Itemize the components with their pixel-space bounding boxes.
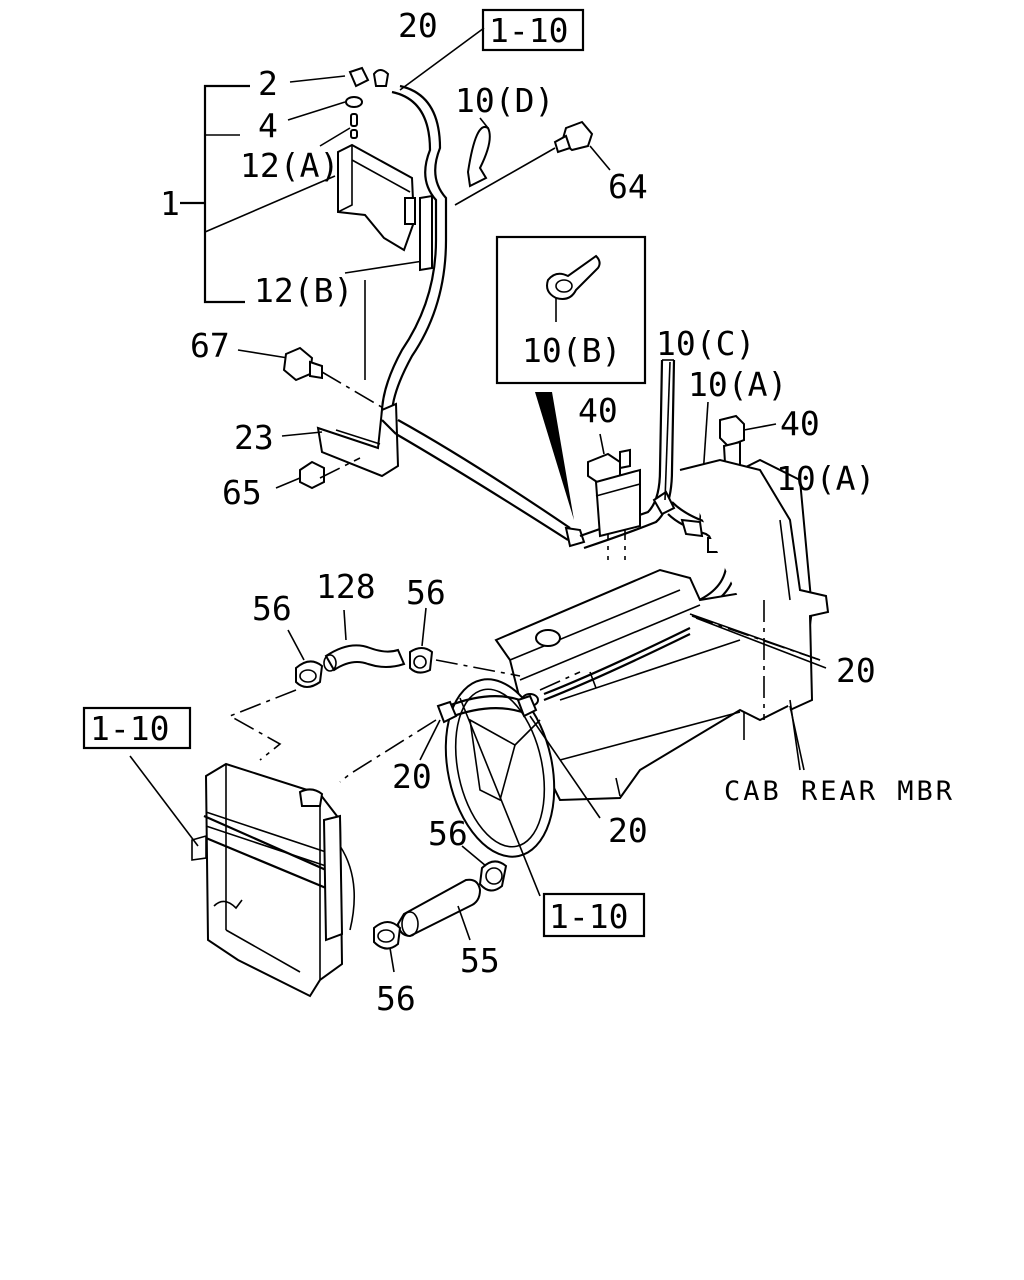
label-56-4: 56 [376, 979, 416, 1018]
label-20-right: 20 [836, 651, 876, 690]
label-ref-top: 1-10 [489, 11, 568, 50]
fan-icon [444, 678, 556, 858]
label-23: 23 [234, 418, 274, 457]
label-40-1: 40 [578, 391, 618, 430]
hose-icon-55 [396, 878, 482, 938]
engine-icon [494, 458, 814, 802]
label-55: 55 [460, 941, 500, 980]
clip-icon [546, 254, 601, 300]
nut-icon [299, 460, 325, 490]
ref-box-bottom [542, 892, 646, 938]
bracket-icon [316, 402, 400, 478]
label-12b: 12(B) [254, 271, 353, 310]
bolt-icon-40b [719, 414, 745, 448]
label-12a: 12(A) [240, 146, 339, 185]
clamp-icon-56c [478, 860, 508, 892]
label-65: 65 [222, 473, 262, 512]
cap-icon [348, 66, 370, 88]
clamp-icon-56d [373, 921, 402, 950]
label-20-mid2: 20 [608, 811, 648, 850]
cable-tie-icon [466, 125, 491, 188]
clamp-icon-56b [409, 647, 434, 674]
label-56-2: 56 [406, 573, 446, 612]
ref-box-left [82, 706, 192, 750]
label-20-mid1: 20 [392, 757, 432, 796]
label-4: 4 [258, 106, 278, 145]
bracket-assembly [237, 346, 400, 490]
label-ref-bottom: 1-10 [549, 897, 628, 936]
detail-inset-10b [495, 235, 647, 520]
cooling-fan [228, 607, 821, 897]
label-67: 67 [190, 326, 230, 365]
ref-box-top [481, 8, 585, 52]
label-56-1: 56 [252, 589, 292, 628]
label-40-2: 40 [780, 404, 820, 443]
bolt-icon-67 [282, 346, 314, 382]
reserve-tank-icon [337, 143, 416, 252]
hose-icon-128 [324, 644, 406, 672]
label-10a-1: 10(A) [688, 365, 787, 404]
label-10d: 10(D) [455, 81, 554, 120]
reserve-tank-assembly [180, 66, 611, 421]
label-64: 64 [608, 167, 648, 206]
radiator [129, 755, 355, 998]
label-ref-left: 1-10 [90, 709, 169, 748]
label-10a-2: 10(A) [776, 459, 875, 498]
label-1: 1 [160, 184, 180, 223]
label-20-top: 20 [398, 6, 438, 45]
label-56-3: 56 [428, 814, 468, 853]
label-10b: 10(B) [522, 331, 621, 370]
label-cab-rear-mbr: CAB REAR MBR [724, 776, 955, 807]
label-128: 128 [316, 567, 376, 606]
label-10c: 10(C) [656, 324, 755, 363]
label-2: 2 [258, 64, 278, 103]
lower-hose [373, 845, 508, 973]
